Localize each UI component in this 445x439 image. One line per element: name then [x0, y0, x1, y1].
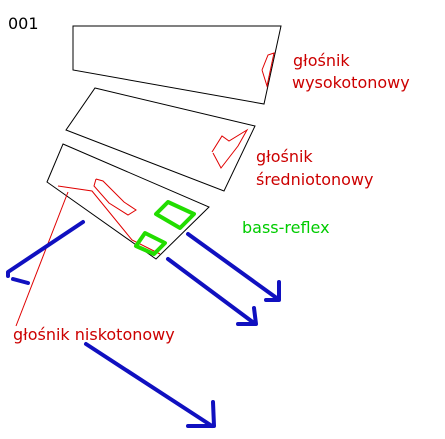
woofer-cabinet-outline	[46, 143, 210, 260]
midrange-cabinet-outline	[65, 87, 256, 192]
bass-reflex-port-icon	[154, 200, 196, 230]
woofer-label: głośnik niskotonowy	[13, 325, 175, 344]
figure-id: 001	[8, 14, 39, 33]
arrow-icon	[6, 220, 281, 428]
woofer-cabinet	[46, 143, 210, 260]
speaker-driver-icon	[261, 52, 275, 88]
tweeter-label-line2: wysokotonowy	[292, 73, 410, 92]
midrange-cabinet	[65, 87, 256, 192]
woofer-leader-line	[15, 191, 69, 327]
bass-reflex-label: bass-reflex	[242, 218, 330, 237]
tweeter-label-line1: głośnik	[293, 51, 350, 70]
tweeter-cabinet	[72, 25, 282, 105]
midrange-label-line2: średniotonowy	[256, 170, 373, 189]
midrange-label-line1: głośnik	[256, 147, 313, 166]
bass-reflex-port-icon	[134, 231, 167, 256]
speaker-driver-icon	[211, 128, 249, 169]
tweeter-cabinet-outline	[72, 25, 282, 105]
speaker-driver-icon	[57, 178, 161, 255]
